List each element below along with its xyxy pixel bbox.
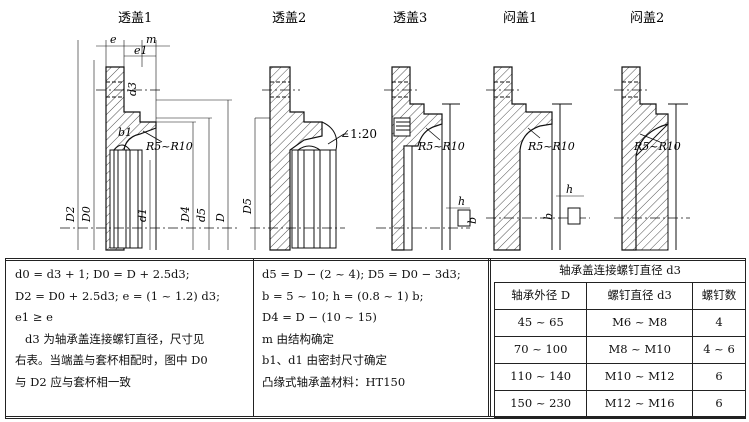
dim-m: m <box>146 33 156 46</box>
title-blind-cap-2: 闷盖2 <box>630 11 664 26</box>
cell: 6 <box>691 363 747 391</box>
blind-cap-1-section: R5~R10 h b <box>486 66 590 251</box>
title-transparent-cap-2: 透盖2 <box>272 11 306 26</box>
title-blind-cap-1: 闷盖1 <box>503 11 537 26</box>
table-right-rule <box>745 258 746 419</box>
bolt-table-column: 轴承盖连接螺钉直径 d3 轴承外径 D 螺钉直径 d3 螺钉数 45 ~ 65 … <box>493 258 747 418</box>
notes-left-column: d0 = d3 + 1; D0 = D + 2.5d3; D2 = D0 + 2… <box>5 258 254 416</box>
cell: 6 <box>691 390 747 418</box>
note-line: 与 D2 应与套杯相一致 <box>15 374 131 389</box>
table-left-rule <box>5 258 6 419</box>
notes-area: d0 = d3 + 1; D0 = D + 2.5d3; D2 = D0 + 2… <box>0 258 749 422</box>
cell: 45 ~ 65 <box>493 309 588 337</box>
cell: M12 ~ M16 <box>586 390 693 418</box>
note-line: 凸缘式轴承盖材料：HT150 <box>262 374 406 389</box>
dim-D2: D2 <box>64 206 77 223</box>
blind-cap-2-section: R5~R10 <box>614 66 690 251</box>
dim-d3: d3 <box>126 82 139 96</box>
cell: 4 ~ 6 <box>691 336 747 364</box>
cell: 150 ~ 230 <box>493 390 588 418</box>
note-line: e1 ≥ e <box>15 310 53 324</box>
dim-e: e <box>110 33 117 46</box>
dim-r-1: R5~R10 <box>145 140 193 153</box>
note-line: D2 = D0 + 2.5d3; e = (1 ~ 1.2) d3; <box>15 288 220 303</box>
notes-mid-column: d5 = D − (2 ~ 4); D5 = D0 − 3d3; b = 5 ~… <box>254 258 491 416</box>
note-line: d3 为轴承盖连接螺钉直径，尺寸见 <box>25 331 205 346</box>
note-line: d5 = D − (2 ~ 4); D5 = D0 − 3d3; <box>262 267 461 281</box>
dim-r-5: R5~R10 <box>633 140 681 153</box>
header-bearing-od: 轴承外径 D <box>493 282 588 310</box>
dim-d5: d5 <box>195 208 208 222</box>
bearing-cap-drawing: 透盖1 透盖2 透盖3 闷盖1 闷盖2 <box>60 11 690 251</box>
bolt-table-caption: 轴承盖连接螺钉直径 d3 <box>559 263 681 277</box>
dim-D5: D5 <box>241 198 254 215</box>
cell: 110 ~ 140 <box>493 363 588 391</box>
cell: M10 ~ M12 <box>586 363 693 391</box>
cell: 70 ~ 100 <box>493 336 588 364</box>
cell: 4 <box>691 309 747 337</box>
dim-b-4: b <box>542 213 555 220</box>
dim-b1: b1 <box>118 126 132 139</box>
table-row: 150 ~ 230 M12 ~ M16 6 <box>493 390 747 418</box>
dim-D0: D0 <box>80 206 93 223</box>
dim-D4: D4 <box>179 206 192 223</box>
dim-D: D <box>214 213 227 223</box>
cap-2-section: ∠1:20 D5 <box>241 66 377 251</box>
note-line: b = 5 ~ 10; h = (0.8 ~ 1) b; <box>262 288 424 303</box>
dim-h-4: h <box>566 183 573 196</box>
dim-b-3: b <box>466 217 479 224</box>
table-top-rule <box>5 258 746 261</box>
table-header-row: 轴承外径 D 螺钉直径 d3 螺钉数 <box>493 282 747 310</box>
cell: M8 ~ M10 <box>586 336 693 364</box>
table-bottom-rule <box>5 416 746 419</box>
dim-d1: d1 <box>136 208 149 222</box>
title-transparent-cap-3: 透盖3 <box>393 11 427 26</box>
bolt-diameter-table: 轴承盖连接螺钉直径 d3 轴承外径 D 螺钉直径 d3 螺钉数 45 ~ 65 … <box>493 258 747 418</box>
dim-h-3: h <box>458 195 465 208</box>
note-line: d0 = d3 + 1; D0 = D + 2.5d3; <box>15 267 190 281</box>
table-row: 70 ~ 100 M8 ~ M10 4 ~ 6 <box>493 336 747 364</box>
table-row: 110 ~ 140 M10 ~ M12 6 <box>493 363 747 391</box>
cap-1-section: e m e1 d3 b1 R5~R10 D2 D0 d1 D4 d5 D <box>60 33 240 251</box>
dim-taper: ∠1:20 <box>340 127 377 141</box>
dim-r-4: R5~R10 <box>527 140 575 153</box>
header-bolt-count: 螺钉数 <box>691 282 747 310</box>
title-transparent-cap-1: 透盖1 <box>118 11 152 26</box>
header-bolt-diameter: 螺钉直径 d3 <box>586 282 693 310</box>
dim-e1: e1 <box>134 44 148 57</box>
note-line: 右表。当端盖与套杯相配时，图中 D0 <box>15 353 208 367</box>
table-row: 45 ~ 65 M6 ~ M8 4 <box>493 309 747 337</box>
cap-3-section: R5~R10 h b <box>376 66 479 251</box>
dim-r-3: R5~R10 <box>417 140 465 153</box>
note-line: b1、d1 由密封尺寸确定 <box>262 353 388 367</box>
cell: M6 ~ M8 <box>586 309 693 337</box>
note-line: D4 = D − (10 ~ 15) <box>262 310 377 324</box>
note-line: m 由结构确定 <box>262 331 335 346</box>
